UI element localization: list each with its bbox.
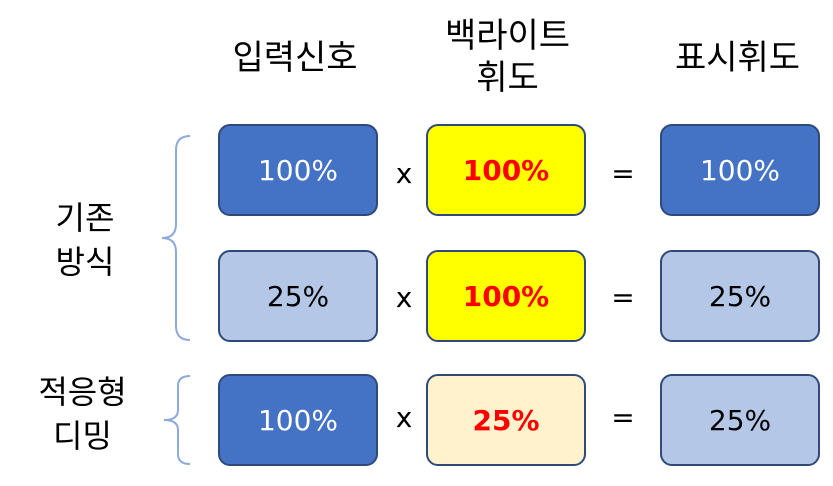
row3-input-box: 100%	[218, 374, 378, 466]
group-existing-line1: 기존	[55, 199, 115, 237]
row2-backlight-box: 100%	[426, 250, 586, 342]
header-display-luminance: 표시휘도	[674, 38, 801, 78]
row2-output-box: 25%	[660, 250, 820, 342]
header-backlight-line1: 백라이트	[444, 16, 571, 56]
row1-input-box: 100%	[218, 124, 378, 216]
group-adaptive-line2: 디밍	[53, 417, 112, 455]
row3-backlight-box: 25%	[426, 374, 586, 466]
row2-multiply-sign: x	[395, 281, 413, 314]
header-input-signal: 입력신호	[232, 38, 358, 78]
group-adaptive-line1: 적응형	[38, 373, 127, 411]
brace-adaptive	[163, 375, 191, 465]
row2-equals-sign: =	[611, 281, 635, 314]
row3-equals-sign: =	[611, 401, 635, 434]
row2-input-box: 25%	[218, 250, 378, 342]
row1-multiply-sign: x	[395, 157, 413, 190]
row1-backlight-box: 100%	[426, 124, 586, 216]
group-existing-line2: 방식	[55, 243, 115, 281]
row3-multiply-sign: x	[395, 401, 413, 434]
brace-existing	[161, 135, 191, 341]
header-backlight-line2: 휘도	[476, 58, 539, 98]
row1-output-box: 100%	[660, 124, 820, 216]
row1-equals-sign: =	[611, 157, 635, 190]
row3-output-box: 25%	[660, 374, 820, 466]
